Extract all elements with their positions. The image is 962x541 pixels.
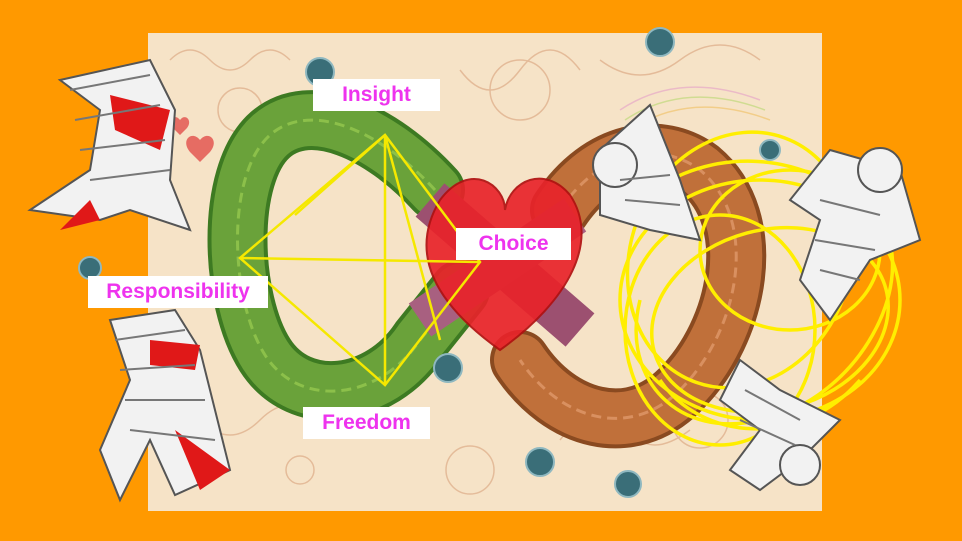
label-freedom: Freedom xyxy=(303,407,430,439)
infinity-track-green xyxy=(207,90,490,422)
label-insight: Insight xyxy=(313,79,440,111)
label-responsibility: Responsibility xyxy=(88,276,268,308)
bandaged-figure-bottom-right xyxy=(718,358,842,492)
bandaged-figure-bottom-left xyxy=(98,308,232,503)
bandaged-figure-top-right xyxy=(592,103,702,242)
sketch-hearts xyxy=(170,117,214,162)
diagram-lines xyxy=(238,133,482,387)
bandaged-figure-top-left xyxy=(27,58,192,232)
bandaged-figure-right xyxy=(788,147,922,322)
label-choice: Choice xyxy=(456,228,571,260)
